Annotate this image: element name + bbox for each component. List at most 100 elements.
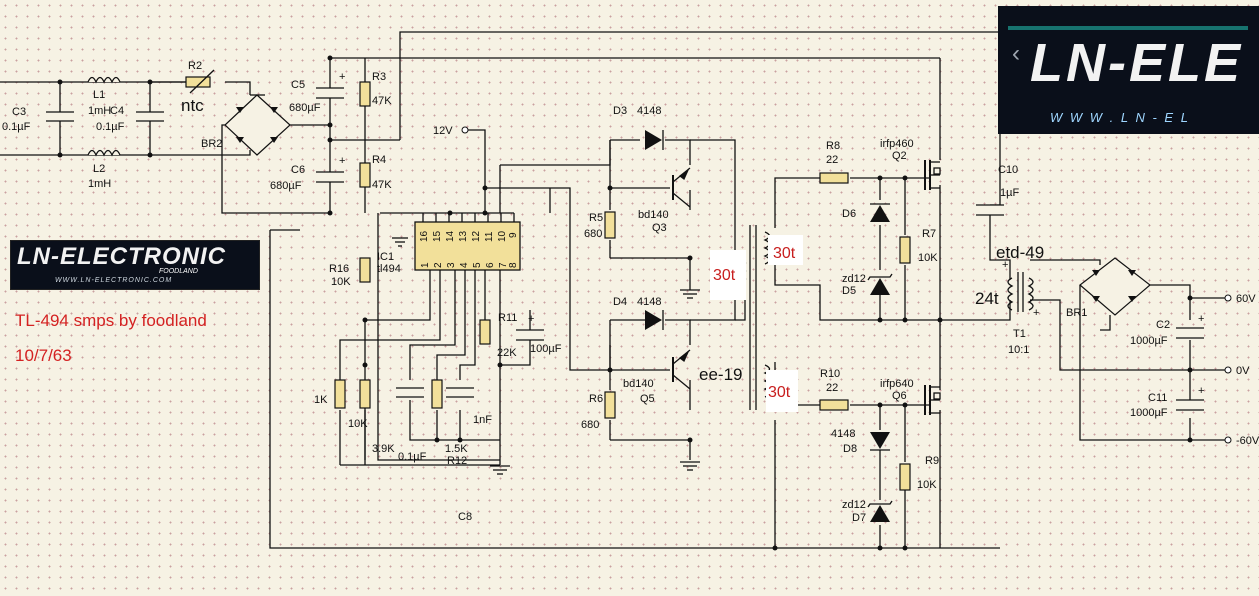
terminal-0v — [1224, 366, 1232, 374]
chevron-left-icon: ‹ — [1012, 40, 1020, 67]
resistor-10k — [359, 379, 371, 409]
t1-val: 10:1 — [1008, 344, 1029, 356]
r11-val: 22K — [497, 347, 517, 359]
r11-ref: R11 — [498, 312, 517, 324]
br1-ref: BR1 — [1066, 307, 1087, 319]
resistor-1k — [334, 379, 346, 409]
resistor-r4 — [359, 162, 371, 188]
c-100uf-plus: + — [528, 313, 534, 325]
c5-plus: + — [339, 71, 345, 83]
q6-ref: Q6 — [892, 390, 907, 402]
diode-d4 — [645, 310, 664, 330]
pin-3: 3 — [446, 262, 457, 268]
inductor-l2 — [87, 149, 121, 157]
c4-ref: C4 — [110, 105, 124, 117]
turns-primary-bg — [710, 250, 746, 300]
logo-small-sub: WWW.LN-ELECTRONIC.COM — [55, 277, 173, 284]
d6-ref: D6 — [842, 208, 856, 220]
resistor-r5 — [604, 211, 616, 239]
pin-8: 8 — [508, 262, 519, 268]
ic-pin-numbers-bottom: 1 2 3 4 5 6 7 8 — [420, 262, 519, 268]
resistor-r11 — [479, 319, 491, 345]
r-10k-val: 10K — [348, 418, 368, 430]
transformer-t1 — [1007, 272, 1034, 312]
d5-val: zd12 — [842, 273, 866, 285]
diagram-date: 10/7/63 — [15, 346, 72, 365]
logo-large: ‹ LN-ELE W W W . L N - E L — [998, 6, 1259, 134]
d8-ref: D8 — [843, 443, 857, 455]
r3-val: 47K — [372, 95, 392, 107]
ic1-val: tl494 — [377, 263, 401, 275]
l1-val: 1mH — [88, 105, 111, 117]
c-01uf-val: 0.1µF — [398, 451, 427, 463]
r2-val: ntc — [181, 96, 204, 115]
ic-pin-legs — [380, 212, 515, 222]
r10-val: 22 — [826, 382, 838, 394]
resistor-r7 — [899, 236, 911, 264]
l2-ref: L2 — [93, 163, 105, 175]
l2-val: 1mH — [88, 178, 111, 190]
c-1nf-val: 1nF — [473, 414, 492, 426]
d3-ref: D3 — [613, 105, 627, 117]
d5-ref: D5 — [842, 285, 856, 297]
mosfet-q2 — [924, 160, 941, 190]
capacitor-1nf — [446, 387, 474, 398]
t1-dot-sec: + — [1033, 307, 1039, 319]
logo-large-main: LN-ELE — [1030, 33, 1243, 93]
q3-ref: Q3 — [652, 222, 667, 234]
transistor-q5 — [672, 349, 691, 390]
t1-turns: 24t — [975, 289, 999, 308]
turns-sec-top: 30t — [773, 245, 796, 262]
r8-ref: R8 — [826, 140, 840, 152]
q3-val: bd140 — [638, 209, 669, 221]
br2-ref: BR2 — [201, 138, 222, 150]
terminal-60v — [1224, 294, 1232, 302]
bridge-br1 — [1079, 257, 1151, 316]
pin-14: 14 — [445, 230, 456, 242]
r7-val: 10K — [918, 252, 938, 264]
c6-val: 680µF — [270, 180, 302, 192]
r-1k5-val: 1.5K — [445, 443, 468, 455]
r9-val: 10K — [917, 479, 937, 491]
t1-ref: T1 — [1013, 328, 1026, 340]
r10-ref: R10 — [820, 368, 840, 380]
resistor-r3 — [359, 81, 371, 107]
r9-ref: R9 — [925, 455, 939, 467]
mosfet-q6 — [924, 385, 941, 415]
logo-large-sub: W W W . L N - E L — [1050, 110, 1190, 125]
q5-val: bd140 — [623, 378, 654, 390]
l1-ref: L1 — [93, 89, 105, 101]
supply-12v: 12V — [433, 125, 453, 137]
ground-symbols — [392, 237, 700, 475]
terminal-12v — [461, 126, 469, 134]
resistor-r10 — [819, 399, 849, 411]
capacitor-c2 — [1176, 327, 1204, 339]
pin-9: 9 — [508, 232, 519, 238]
resistor-r9 — [899, 463, 911, 491]
zener-d7 — [867, 500, 893, 522]
r4-ref: R4 — [372, 154, 386, 166]
capacitor-100uf — [516, 329, 544, 341]
c5-ref: C5 — [291, 79, 305, 91]
d8-val: 4148 — [831, 428, 855, 440]
pin-5: 5 — [472, 262, 483, 268]
t1-core: etd-49 — [996, 243, 1044, 262]
pin-7: 7 — [498, 262, 509, 268]
c3-val: 0.1µF — [2, 121, 31, 133]
r16-val: 10K — [331, 276, 351, 288]
pin-16: 16 — [419, 230, 430, 242]
resistor-r8 — [819, 172, 849, 184]
pin-11: 11 — [484, 231, 495, 242]
turns-sec-top-bg — [768, 235, 803, 265]
capacitor-c11 — [1176, 399, 1204, 411]
r8-val: 22 — [826, 154, 838, 166]
c11-plus: + — [1198, 385, 1204, 397]
c-100uf-val: 100µF — [530, 343, 562, 355]
logo-small-main: LN-ELECTRONIC — [17, 243, 226, 270]
ic-tl494 — [414, 221, 521, 271]
ic1-ref: IC1 — [377, 251, 394, 263]
thermistor-r2 — [185, 69, 215, 94]
diode-d6 — [870, 203, 890, 222]
transistor-q3 — [672, 167, 691, 208]
